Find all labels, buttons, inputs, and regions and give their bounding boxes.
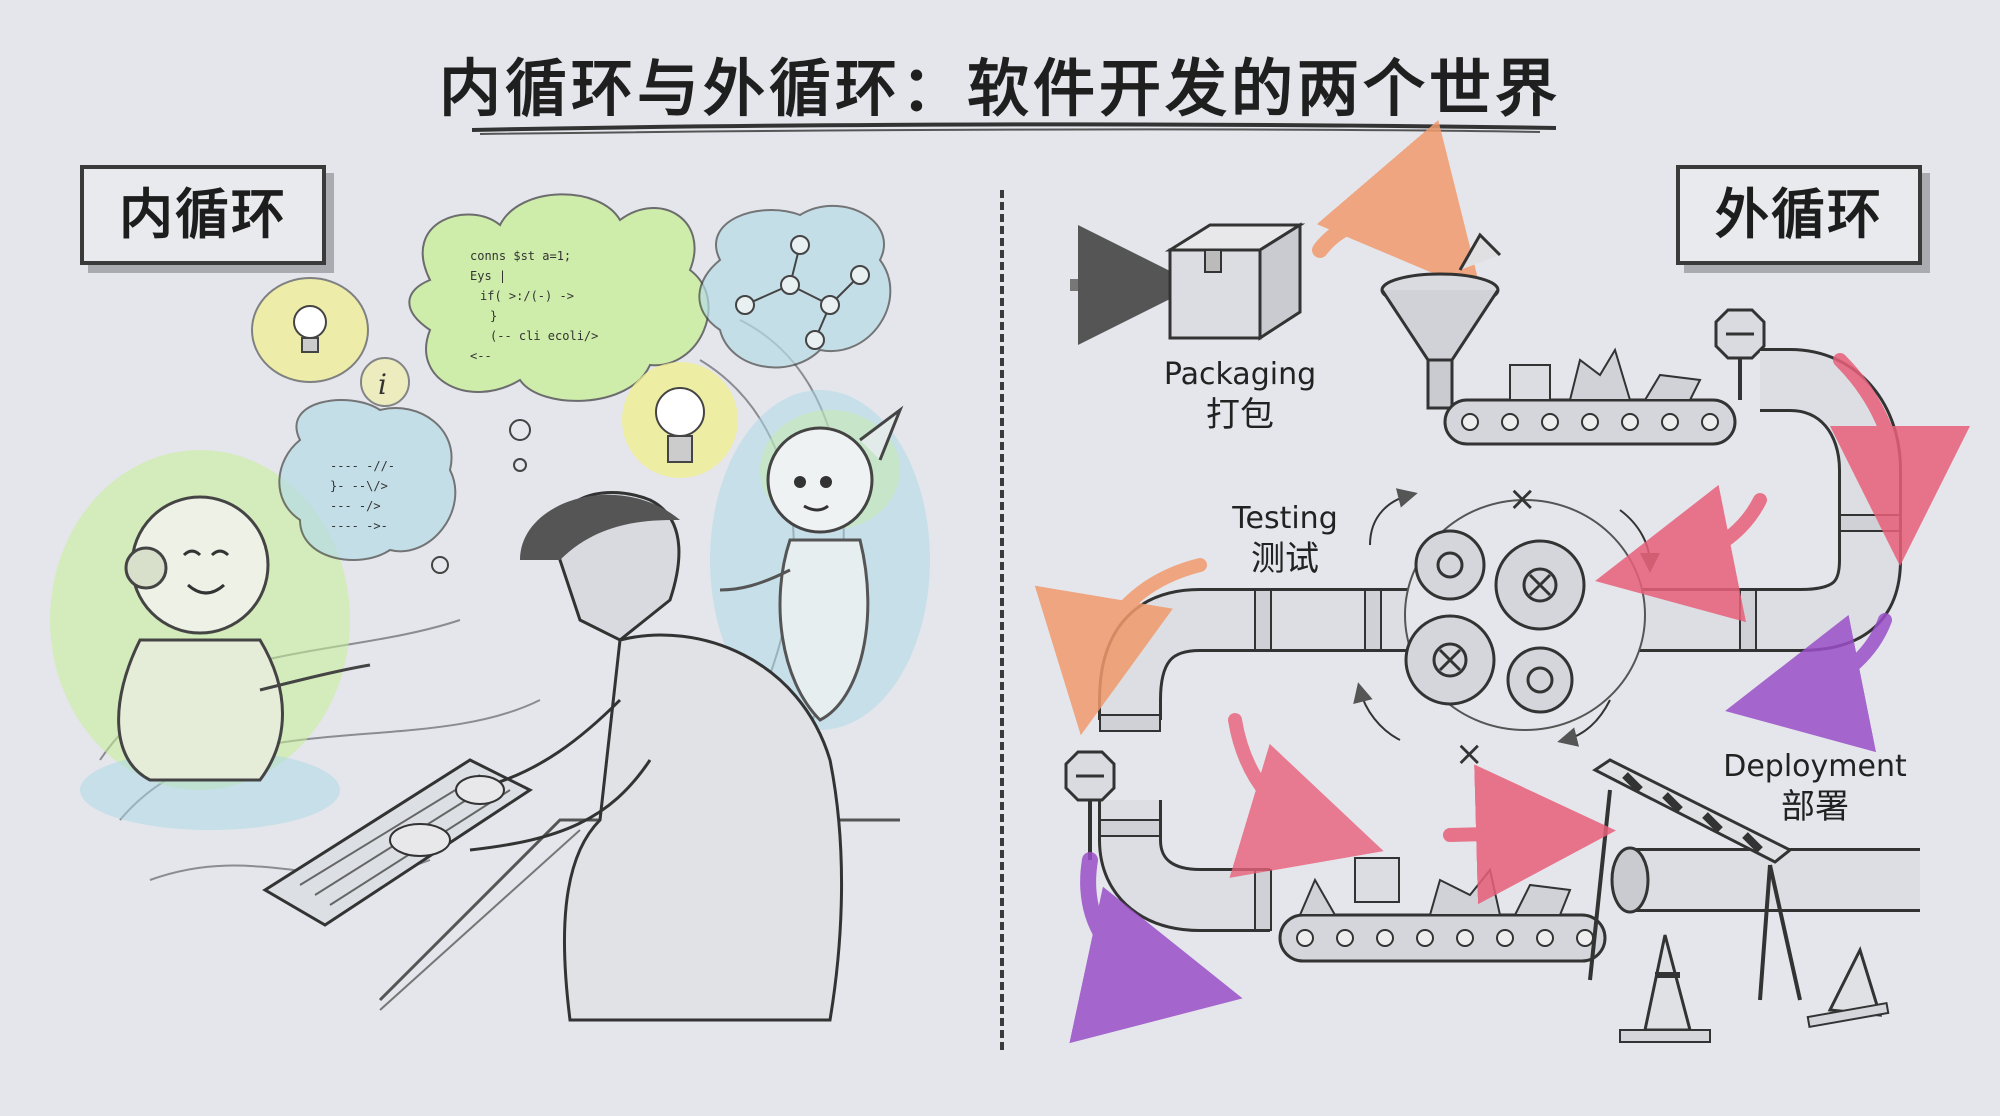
flow-arrow-pink-2 — [1595, 484, 1767, 623]
package-box — [1164, 222, 1306, 341]
traffic-cone-1 — [1619, 934, 1711, 1043]
deployment-pipe — [1610, 846, 1920, 914]
pipe-lower-left — [1098, 800, 1272, 932]
code-line: Eys | — [470, 269, 506, 283]
stage-testing-zh: 测试 — [1251, 539, 1319, 579]
robot-left — [50, 450, 371, 830]
code-line: conns $st a=1; — [470, 249, 571, 263]
pipe-middle — [1098, 588, 1620, 732]
inner-loop-label: 内循环 — [80, 165, 326, 265]
svg-text:×: × — [1508, 479, 1537, 519]
robot-right — [710, 390, 930, 730]
code-line: --- -/> — [330, 499, 381, 513]
flow-arrow-purple-2 — [1069, 852, 1243, 1044]
stage-packaging-zh: 打包 — [1206, 395, 1274, 435]
diagram-title: 内循环与外循环：软件开发的两个世界 — [438, 52, 1561, 125]
stage-packaging: Packaging 打包 — [1140, 356, 1340, 436]
svg-text:i: i — [378, 368, 387, 401]
pipe-right-elbow — [1620, 348, 1902, 652]
stage-testing-en: Testing — [1232, 501, 1338, 536]
idea-bubble-small — [251, 277, 369, 383]
svg-text:×: × — [1455, 734, 1484, 774]
code-line: <-- — [470, 349, 492, 363]
center-divider — [1000, 190, 1004, 1050]
flow-arrow-orange-1 — [1312, 120, 1482, 294]
code-line: }- --\/> — [330, 479, 388, 493]
flow-arrow-pink-4 — [1443, 764, 1616, 905]
svg-text:conns $st a=1; Eys |: conns $st a=1; Eys | if( >:/(-) -> } (--… — [470, 249, 606, 363]
flow-arrow-purple-1 — [1725, 613, 1892, 753]
stage-testing: Testing 测试 — [1200, 500, 1370, 580]
flow-arrow-orange-2 — [1034, 558, 1207, 736]
conveyor-belt-top — [1443, 347, 1737, 446]
flow-arrow-pink-3 — [1228, 713, 1384, 878]
stage-packaging-en: Packaging — [1163, 357, 1317, 392]
testing-gears: × × — [1353, 479, 1660, 774]
code-line: if( >:/(-) -> — [480, 289, 574, 303]
traffic-cone-2 — [1806, 945, 1890, 1029]
developer — [389, 491, 844, 1022]
stop-sign-top — [1714, 308, 1766, 400]
svg-text:---- -//- }- --\/>: ---- -//- }- --\/> --- -/> ---- ->- — [330, 459, 402, 533]
network-bubble — [698, 204, 892, 369]
stage-deployment-zh: 部署 — [1781, 787, 1849, 827]
code-line: ---- -//- — [330, 459, 395, 473]
stage-deployment: Deployment 部署 — [1700, 748, 1930, 828]
stop-sign-bottom — [1064, 750, 1116, 860]
info-bubble: i — [360, 357, 410, 407]
funnel — [1380, 232, 1502, 410]
code-line: (-- cli ecoli/> — [490, 329, 598, 343]
inner-loop-illustration: i conns $st a=1; Eys | if( >:/(-) -> } (… — [50, 193, 930, 1022]
code-bubble-top: conns $st a=1; Eys | if( >:/(-) -> } (--… — [408, 193, 710, 472]
outer-loop-label: 外循环 — [1676, 165, 1922, 265]
code-line: } — [490, 309, 497, 323]
flow-arrow-pink-1 — [1829, 353, 1970, 566]
code-bubble-left: ---- -//- }- --\/> --- -/> ---- ->- — [278, 399, 457, 574]
code-line: ---- ->- — [330, 519, 388, 533]
idea-bubble-large — [622, 362, 738, 478]
conveyor-belt-bottom — [1278, 857, 1607, 963]
stage-deployment-en: Deployment — [1723, 749, 1907, 784]
